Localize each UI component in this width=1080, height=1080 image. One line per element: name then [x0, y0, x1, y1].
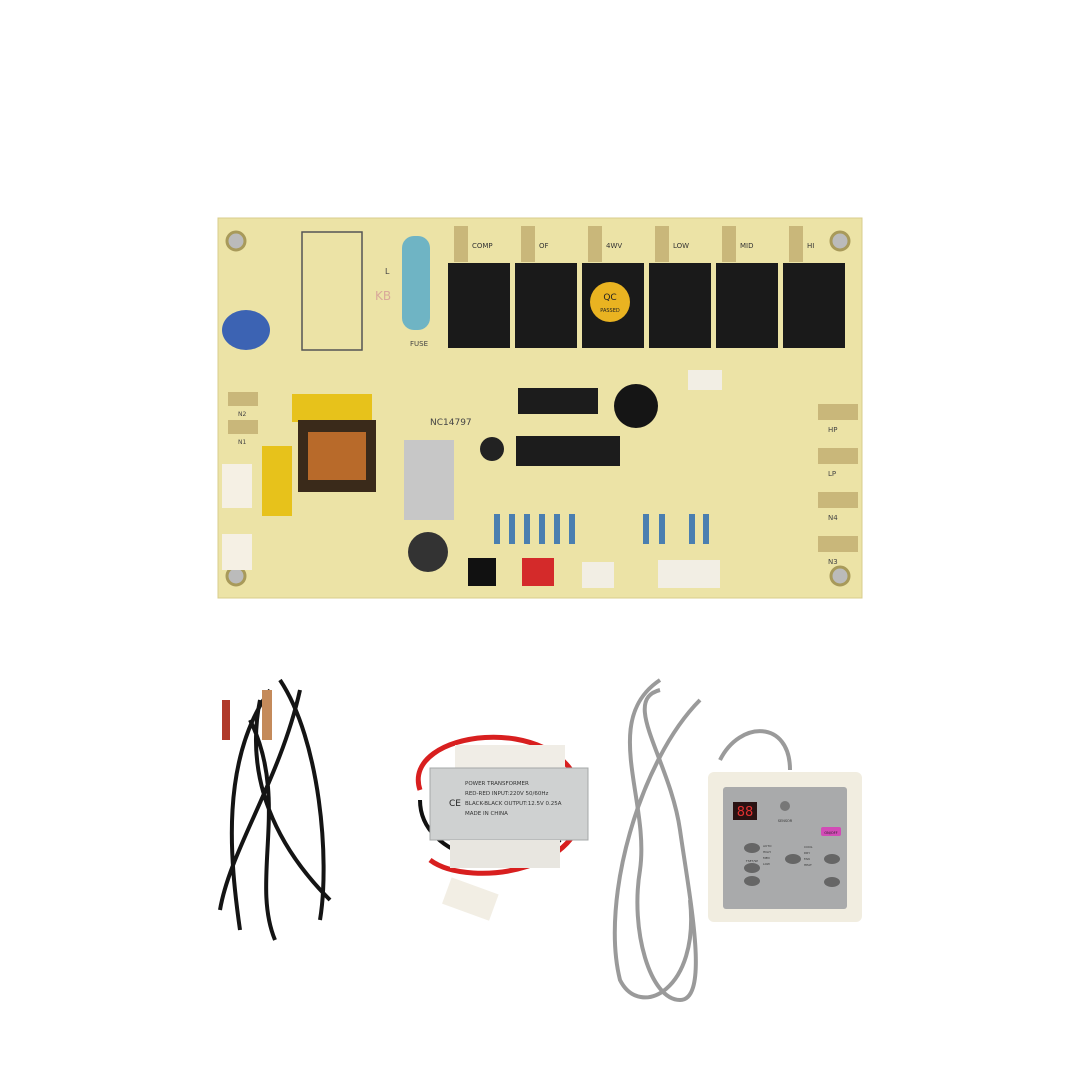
down-button[interactable]	[744, 863, 760, 873]
mode-auto: AUTO	[763, 844, 772, 848]
remote-cable	[612, 678, 792, 1003]
terminal	[818, 404, 858, 420]
circuit-board: COMP OF 4WV LOW MID HI QC PASSED FUSE L KB NC…	[217, 217, 863, 599]
terminal	[818, 536, 858, 552]
relay-terminal	[655, 226, 669, 262]
terminal	[818, 448, 858, 464]
terminal-l-label: L	[385, 267, 390, 276]
relay-label-of: OF	[539, 242, 549, 250]
relay-terminal	[454, 226, 468, 262]
resistor	[494, 514, 500, 544]
relay-label-low: LOW	[673, 242, 689, 250]
relay-terminal	[789, 226, 803, 262]
mode-low: LOW	[763, 862, 770, 866]
up-button[interactable]	[744, 843, 760, 853]
terminal-label-n3: N3	[828, 558, 838, 566]
mode-med: MED	[763, 856, 770, 860]
terminal	[818, 492, 858, 508]
temperature-sensor-cables	[218, 678, 332, 941]
relay	[515, 263, 577, 348]
mode-heat: HEAT	[804, 863, 812, 867]
resistor	[509, 514, 515, 544]
mode-button[interactable]	[824, 854, 840, 864]
svg-text:ON/OFF: ON/OFF	[824, 831, 837, 835]
mode-cool: COOL	[804, 845, 813, 849]
resistor	[689, 514, 695, 544]
relay-label-comp: COMP	[472, 242, 493, 250]
terminal-label-lp: LP	[828, 470, 836, 478]
relay	[649, 263, 711, 348]
relay-label-4wv: 4WV	[606, 242, 622, 250]
resistor	[554, 514, 560, 544]
relay	[448, 263, 510, 348]
transformer-line1: POWER TRANSFORMER	[465, 781, 529, 787]
power-transformer: POWER TRANSFORMER RED-RED INPUT:220V 50/…	[415, 734, 589, 921]
relay	[716, 263, 778, 348]
resistor	[524, 514, 530, 544]
mode-high: HIGH	[763, 850, 771, 854]
transformer-line3: BLACK-BLACK OUTPUT:12.5V 0.25A	[465, 801, 562, 807]
relay-terminal	[588, 226, 602, 262]
brand-mark: KB	[375, 289, 391, 303]
qc-sticker-top: QC	[603, 293, 616, 303]
terminal-label-n4: N4	[828, 514, 838, 522]
fuse-label: FUSE	[410, 340, 428, 348]
transformer-line4: MADE IN CHINA	[465, 811, 508, 817]
qc-sticker-bottom: PASSED	[600, 308, 620, 314]
resistor	[703, 514, 709, 544]
terminal	[228, 392, 258, 406]
ce-mark: CE	[449, 799, 461, 809]
relay	[783, 263, 845, 348]
transformer-line2: RED-RED INPUT:220V 50/60Hz	[465, 791, 548, 797]
mode-fan: FAN	[804, 857, 810, 861]
relay-terminal	[722, 226, 736, 262]
sensor-label: SENSOR	[778, 819, 793, 823]
sleep-button[interactable]	[824, 877, 840, 887]
relay-label-mid: MID	[740, 242, 754, 250]
terminal-label-hp: HP	[828, 426, 838, 434]
terminal-label-n1: N1	[238, 439, 246, 446]
wired-remote-controller: 88 SENSOR ON/OFF TSET/SP AUTO HIGH MED L…	[708, 772, 862, 922]
resistor	[539, 514, 545, 544]
resistor	[569, 514, 575, 544]
fan-button[interactable]	[785, 854, 801, 864]
tset-label: TSET/SP	[745, 859, 758, 863]
resistor	[643, 514, 649, 544]
on-off-button[interactable]	[821, 827, 841, 836]
relay-label-hi: HI	[807, 242, 814, 250]
resistor	[659, 514, 665, 544]
terminal	[228, 420, 258, 434]
remote-display: 88	[737, 805, 754, 820]
tset-button[interactable]	[744, 876, 760, 886]
relay-terminal	[521, 226, 535, 262]
mode-dry: DRY	[804, 851, 810, 855]
terminal-label-n2: N2	[238, 411, 246, 418]
serial-label: NC14797	[430, 418, 472, 428]
